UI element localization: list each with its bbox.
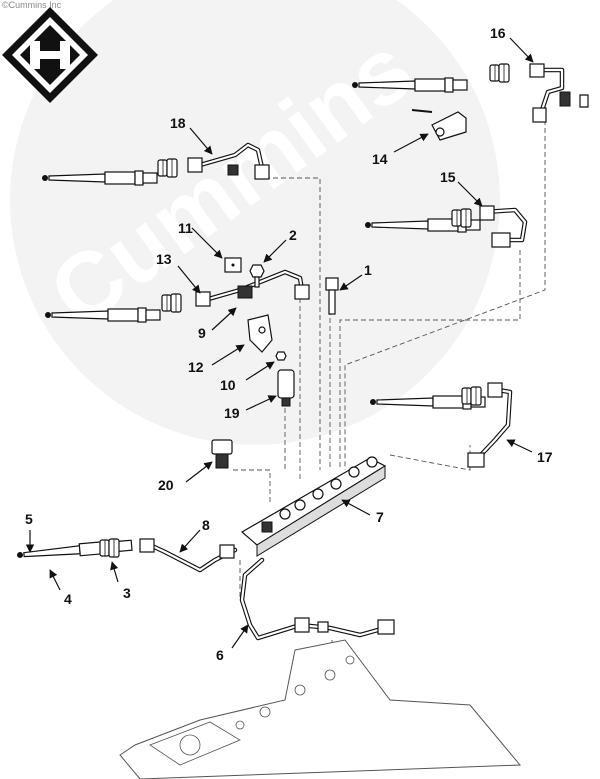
- fuel-line-18: [187, 142, 270, 180]
- connector-15: [451, 208, 472, 228]
- callout-11: 11: [178, 220, 193, 236]
- leader-lines: [25, 37, 534, 649]
- callout-13: 13: [156, 251, 172, 267]
- callout-labels: 1 2 3 4 5 6 7 8 9 10 11 12 13 14 15 16 1…: [25, 25, 553, 663]
- fuel-line-17: [467, 382, 513, 468]
- callout-7: 7: [376, 509, 384, 525]
- callout-5: 5: [25, 511, 33, 527]
- fuel-line-15: [479, 205, 528, 248]
- callout-8: 8: [202, 517, 210, 533]
- callout-1: 1: [364, 262, 372, 278]
- callout-17: 17: [537, 449, 553, 465]
- connector-18: [157, 158, 178, 178]
- fuel-line-6: [239, 557, 395, 641]
- fuel-rail-7: [240, 456, 387, 557]
- fuel-line-13: [195, 269, 310, 307]
- callout-15: 15: [440, 169, 456, 185]
- bracket-12: [247, 314, 273, 353]
- callout-20: 20: [158, 477, 174, 493]
- copyright-notice: ©Cummins Inc: [2, 0, 62, 10]
- callout-19: 19: [224, 405, 240, 421]
- screw-2: [249, 264, 265, 288]
- callout-14: 14: [372, 151, 388, 167]
- clip-11: [224, 257, 242, 273]
- callout-12: 12: [188, 359, 204, 375]
- engine-block: [119, 639, 522, 779]
- pressure-relief-valve-20: [211, 439, 233, 469]
- screw-1: [325, 277, 339, 315]
- callout-9: 9: [198, 325, 206, 341]
- connector-3: [99, 538, 120, 558]
- callout-6: 6: [216, 647, 224, 663]
- fuel-line-16: [529, 63, 589, 123]
- pressure-sensor-19: [277, 369, 295, 407]
- callout-2: 2: [289, 227, 297, 243]
- screw-10: [275, 351, 287, 361]
- connector-13: [161, 293, 182, 313]
- callout-10: 10: [220, 377, 236, 393]
- callout-16: 16: [490, 25, 506, 41]
- clamp-14: [411, 109, 467, 141]
- fuel-line-8: [139, 538, 238, 573]
- callout-18: 18: [170, 115, 186, 131]
- cummins-logo: [2, 7, 98, 103]
- callout-4: 4: [64, 591, 72, 607]
- callout-3: 3: [123, 585, 131, 601]
- assembly-guide-lines: [233, 120, 546, 660]
- connector-16: [489, 63, 510, 83]
- connector-17: [461, 386, 482, 406]
- clip-9: [237, 285, 253, 299]
